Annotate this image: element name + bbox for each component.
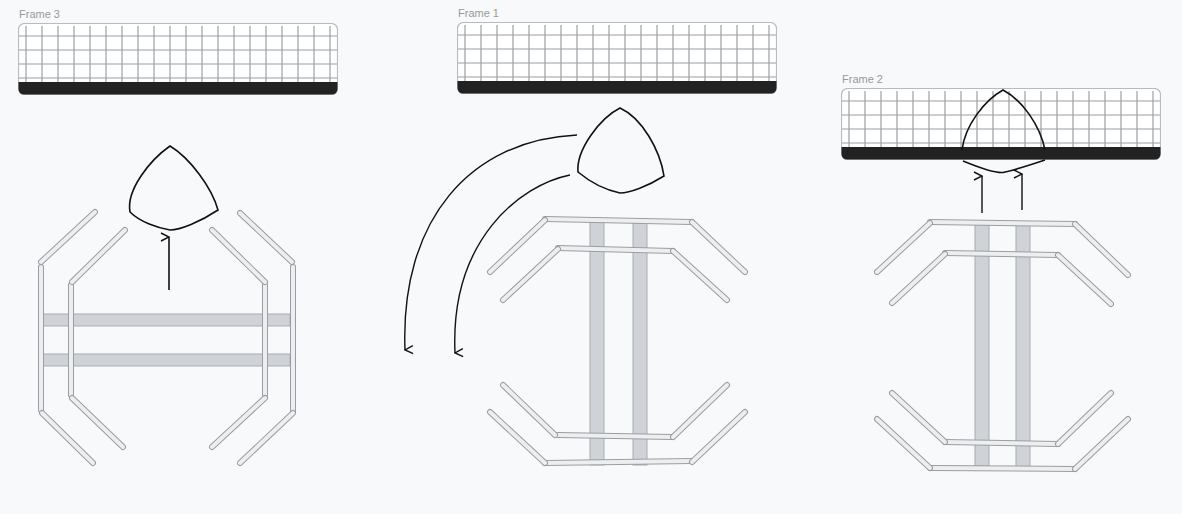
arm-bar (673, 385, 727, 437)
grid-panel: Frame 2 (841, 73, 1161, 160)
arm-bar (72, 398, 123, 447)
frame-label: Frame 3 (18, 8, 338, 21)
arm-bar (212, 230, 265, 282)
arm-bar (877, 223, 930, 272)
arm-bar (558, 248, 673, 251)
arm-bar (692, 412, 745, 462)
arm-bar (212, 230, 265, 282)
arm-bar (212, 398, 265, 447)
arm-bar (41, 212, 95, 262)
arm-bar (1058, 393, 1111, 444)
gripped-object (130, 146, 218, 230)
gripped-object (963, 160, 1045, 173)
arm-bar (558, 248, 673, 251)
arm-bar (1058, 255, 1111, 304)
arm-bar (41, 212, 95, 262)
arm-bar (892, 393, 945, 442)
arm-bar (42, 413, 93, 463)
arm-bar (945, 253, 1058, 255)
arm-bar (290, 267, 296, 411)
frame-rail (633, 220, 647, 465)
grid-rack (457, 22, 777, 94)
frame-label: Frame 2 (841, 73, 1161, 86)
arm-bar (490, 220, 545, 272)
arm-bar (490, 412, 545, 463)
arm-bar (240, 213, 292, 262)
frame-rail (43, 354, 290, 366)
arm-bar (545, 219, 692, 222)
arm-bar (212, 398, 265, 447)
arm-bar (39, 267, 43, 410)
gripped-object (578, 108, 664, 193)
arm-bar (240, 413, 293, 463)
arm-bar (263, 285, 267, 395)
frame-rail (43, 314, 290, 326)
arm-bar (503, 249, 558, 300)
arm-bar (69, 285, 73, 395)
arm-bar (892, 393, 945, 442)
arm-bar (72, 398, 123, 447)
arm-bar (673, 251, 727, 300)
arm-bar (1058, 255, 1111, 304)
arm-bar (72, 230, 125, 282)
arm-bar (930, 468, 1075, 469)
arm-bar (673, 385, 727, 437)
arm-bar (1075, 419, 1128, 469)
frame-label: Frame 1 (457, 7, 777, 20)
arm-bar (892, 254, 945, 303)
arm-bar (42, 413, 93, 463)
grid-rack (841, 88, 1161, 160)
frame-rail (1016, 222, 1030, 467)
arm-bar (1075, 224, 1128, 275)
arm-bar (490, 412, 545, 463)
frame-rail (975, 222, 989, 467)
arm-bar (545, 461, 692, 463)
arm-bar (291, 267, 295, 411)
arm-bar (72, 230, 125, 282)
grid-panel: Frame 1 (457, 7, 777, 94)
arm-bar (240, 213, 292, 262)
motion-arrow (455, 175, 570, 353)
arm-bar (692, 412, 745, 462)
arm-bar (877, 419, 930, 468)
arm-bar (930, 222, 1075, 224)
arm-bar (262, 285, 268, 395)
arm-bar (240, 413, 293, 463)
arm-bar (892, 254, 945, 303)
arm-bar (38, 267, 44, 410)
arm-bar (945, 442, 1058, 444)
arm-bar (558, 435, 672, 437)
motion-arrow (168, 237, 170, 290)
arm-bar (1075, 224, 1128, 275)
arm-bar (490, 220, 545, 272)
arm-bar (545, 461, 692, 463)
arm-bar (877, 419, 930, 468)
arm-bar (692, 222, 745, 272)
arm-bar (503, 249, 558, 300)
arm-bar (68, 285, 74, 395)
motion-arrow (981, 176, 982, 213)
arm-bar (692, 222, 745, 272)
arm-bar (558, 435, 672, 437)
arm-bar (945, 253, 1058, 255)
motion-arrow (405, 135, 577, 350)
arm-bar (945, 442, 1058, 444)
grid-rack (18, 23, 338, 95)
arm-bar (930, 222, 1075, 224)
arm-bar (673, 251, 727, 300)
frame-rail (590, 220, 604, 465)
arm-bar (930, 468, 1075, 469)
arm-bar (1075, 419, 1128, 469)
motion-arrow (1021, 174, 1022, 210)
arm-bar (1058, 393, 1111, 444)
arm-bar (877, 223, 930, 272)
arm-bar (545, 219, 692, 222)
grid-panel: Frame 3 (18, 8, 338, 95)
